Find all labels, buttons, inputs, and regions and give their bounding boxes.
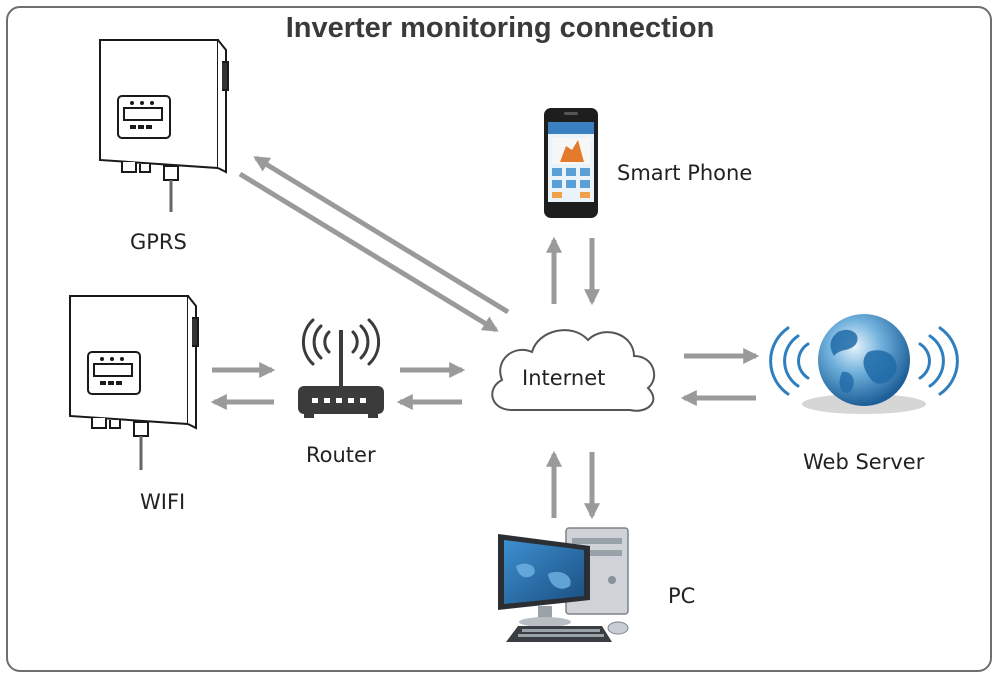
globe-icon xyxy=(769,314,959,414)
diagram-title: Inverter monitoring connection xyxy=(285,12,715,44)
cloud-icon xyxy=(491,329,656,412)
wifi-label: WIFI xyxy=(140,490,186,514)
arrow-internet-to-gprs xyxy=(253,155,510,315)
gprs-label: GPRS xyxy=(130,230,187,254)
arrow-gprs-to-internet xyxy=(238,171,499,333)
gprs-inverter-icon xyxy=(99,39,229,212)
router-label: Router xyxy=(306,443,376,467)
connection-arrows xyxy=(210,155,760,520)
smartphone-label: Smart Phone xyxy=(617,161,753,185)
wifi-inverter-icon xyxy=(69,295,199,470)
desktop-computer-icon xyxy=(498,527,629,642)
webserver-label: Web Server xyxy=(803,450,925,474)
pc-label: PC xyxy=(668,584,696,608)
smartphone-icon xyxy=(544,108,598,218)
router-icon xyxy=(298,318,384,418)
internet-label: Internet xyxy=(522,366,606,390)
